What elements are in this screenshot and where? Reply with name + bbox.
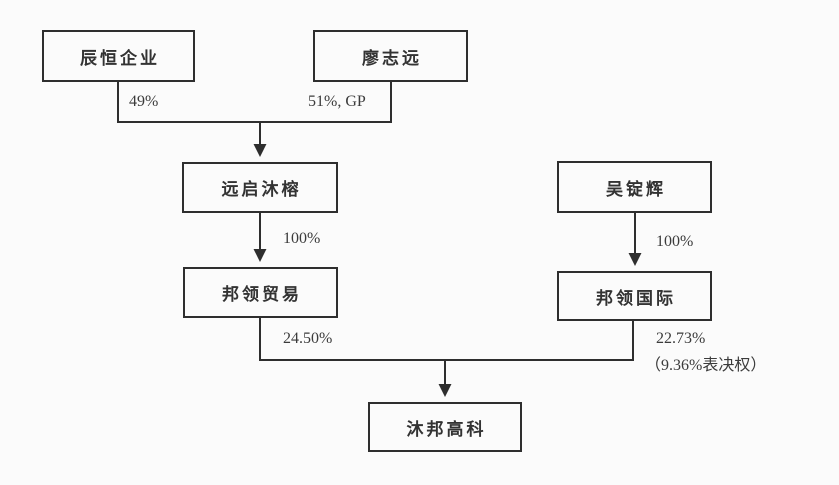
node-bangling-international: 邦领国际 — [557, 271, 712, 321]
edge-label-yuanqi-ownership: 100% — [283, 230, 321, 247]
edge-label-intl-voting-rights: （9.36%表决权） — [645, 357, 767, 374]
node-chenheng-enterprise: 辰恒企业 — [42, 30, 195, 82]
edge-label-trade-ownership: 24.50% — [283, 330, 333, 347]
node-wu-dinghui: 吴锭辉 — [557, 161, 712, 213]
node-yuanqi-murong: 远启沐榕 — [182, 162, 338, 213]
edge-label-chenheng-ownership: 49% — [129, 93, 159, 110]
node-mubang-hitech: 沐邦高科 — [368, 402, 522, 452]
node-bangling-trade: 邦领贸易 — [183, 267, 338, 318]
edge-label-liao-ownership: 51%, GP — [308, 93, 366, 110]
edge-label-wu-ownership: 100% — [656, 233, 694, 250]
edge-label-intl-ownership: 22.73% — [656, 330, 706, 347]
node-liao-zhiyuan: 廖志远 — [313, 30, 468, 82]
